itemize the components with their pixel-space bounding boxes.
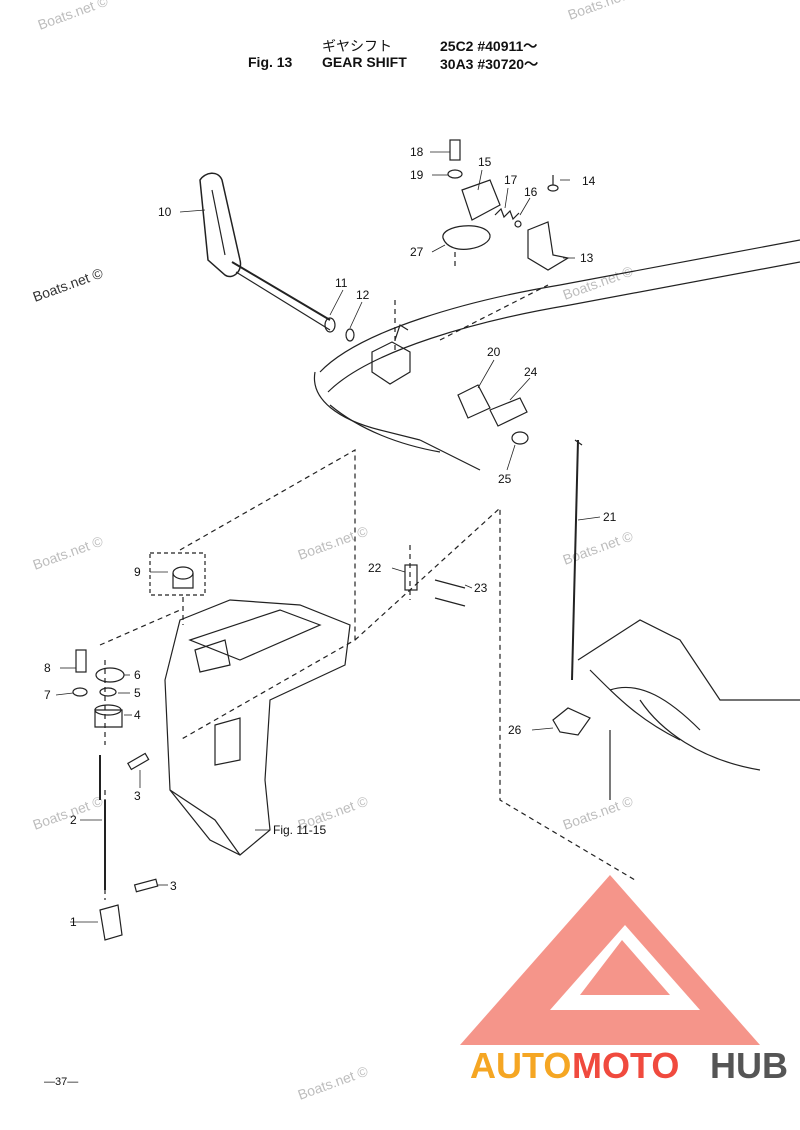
logo-text-hub: HUB <box>710 1045 788 1086</box>
part-label: 8 <box>44 661 51 675</box>
serial-line-1: 25C2 #40911～ <box>440 38 538 54</box>
part-label: 3 <box>170 879 177 893</box>
part-label: 19 <box>410 168 424 182</box>
reference-label: Fig. 11-15 <box>273 823 326 837</box>
part-label: 15 <box>478 155 492 169</box>
part-label: 16 <box>524 185 538 199</box>
part-label: 3 <box>134 789 141 803</box>
page-header: ギヤシフト 25C2 #40911～ Fig. 13 GEAR SHIFT 30… <box>0 34 800 74</box>
part-label: 10 <box>158 205 172 219</box>
watermark: Boats.net © <box>561 792 636 832</box>
part-label: 20 <box>487 345 501 359</box>
part-label: 27 <box>410 245 424 259</box>
watermarks: Boats.net © Boats.net © Boats.net © Boat… <box>31 0 641 1103</box>
part-label: 7 <box>44 688 51 702</box>
watermark: Boats.net © <box>296 522 371 562</box>
part-labels: 1 2 3 3 4 5 6 7 8 9 10 11 12 13 14 15 16… <box>44 145 617 929</box>
watermark: Boats.net © <box>36 0 111 33</box>
part-label: 17 <box>504 173 518 187</box>
title-japanese: ギヤシフト <box>322 39 392 55</box>
part-label: 18 <box>410 145 424 159</box>
part-label: 26 <box>508 723 522 737</box>
part-label: 5 <box>134 686 141 700</box>
watermark: Boats.net © <box>31 792 106 832</box>
part-label: 6 <box>134 668 141 682</box>
part-label: 24 <box>524 365 538 379</box>
part-label: 13 <box>580 251 594 265</box>
part-label: 11 <box>335 276 348 290</box>
logo-text-auto: AUTO <box>470 1045 571 1086</box>
part-label: 9 <box>134 565 141 579</box>
serial-line-2: 30A3 #30720～ <box>440 56 539 72</box>
part-label: 25 <box>498 472 512 486</box>
part-label: 21 <box>603 510 617 524</box>
title-english: GEAR SHIFT <box>322 54 407 70</box>
watermark: Boats.net © <box>31 532 106 572</box>
part-label: 2 <box>70 813 77 827</box>
part-label: 22 <box>368 561 382 575</box>
watermark-left: Boats.net © <box>31 264 106 304</box>
logo-text-moto: MOTO <box>572 1045 679 1086</box>
part-label: 1 <box>70 915 77 929</box>
part-label: 23 <box>474 581 488 595</box>
watermark: Boats.net © <box>296 1062 371 1102</box>
part-label: 4 <box>134 708 141 722</box>
watermark: Boats.net © <box>566 0 641 23</box>
page-number: —37— <box>44 1076 79 1088</box>
figure-label: Fig. 13 <box>248 54 293 70</box>
part-label: 14 <box>582 174 596 188</box>
watermark: Boats.net © <box>561 527 636 567</box>
automotohub-logo: AUTO MOTO HUB <box>460 875 788 1086</box>
part-label: 12 <box>356 288 370 302</box>
